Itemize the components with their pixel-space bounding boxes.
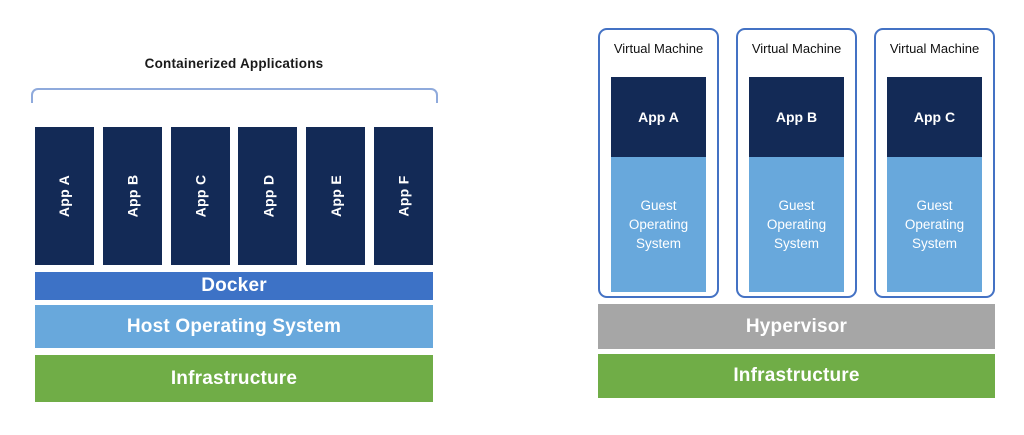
container-app-d-label: App D — [259, 174, 276, 218]
infrastructure-layer-right: Infrastructure — [598, 354, 995, 398]
hypervisor-layer: Hypervisor — [598, 304, 995, 349]
grouping-bracket — [31, 88, 438, 103]
container-app-b: App B — [102, 127, 162, 265]
virtual-machine-1: Virtual Machine App A Guest Operating Sy… — [598, 28, 719, 298]
container-app-a: App A — [35, 127, 94, 265]
container-app-f: App F — [373, 127, 433, 265]
virtual-machine-1-title: Virtual Machine — [613, 41, 704, 56]
vm-1-app: App A — [611, 77, 706, 157]
vm-2-guest-os: Guest Operating System — [749, 157, 844, 292]
containerized-applications-title: Containerized Applications — [144, 56, 324, 71]
container-app-e: App E — [306, 127, 366, 265]
docker-layer: Docker — [35, 272, 433, 300]
virtual-machine-3-title: Virtual Machine — [889, 41, 980, 56]
vm-1-guest-os: Guest Operating System — [611, 157, 706, 292]
vm-2-app: App B — [749, 77, 844, 157]
virtual-machine-3: Virtual Machine App C Guest Operating Sy… — [874, 28, 995, 298]
vm-3-app: App C — [887, 77, 982, 157]
infrastructure-layer-left: Infrastructure — [35, 355, 433, 402]
container-app-e-label: App E — [327, 175, 344, 217]
container-app-c: App C — [170, 127, 230, 265]
container-app-d: App D — [238, 127, 298, 265]
container-app-c-label: App C — [192, 174, 209, 218]
container-apps-row: App A App B App C App D App E App F — [35, 127, 433, 265]
container-app-b-label: App B — [124, 174, 141, 218]
host-os-layer: Host Operating System — [35, 305, 433, 348]
vm-3-guest-os: Guest Operating System — [887, 157, 982, 292]
virtual-machine-2: Virtual Machine App B Guest Operating Sy… — [736, 28, 857, 298]
container-app-f-label: App F — [395, 175, 412, 217]
virtual-machine-2-title: Virtual Machine — [751, 41, 842, 56]
container-app-a-label: App A — [56, 174, 73, 218]
